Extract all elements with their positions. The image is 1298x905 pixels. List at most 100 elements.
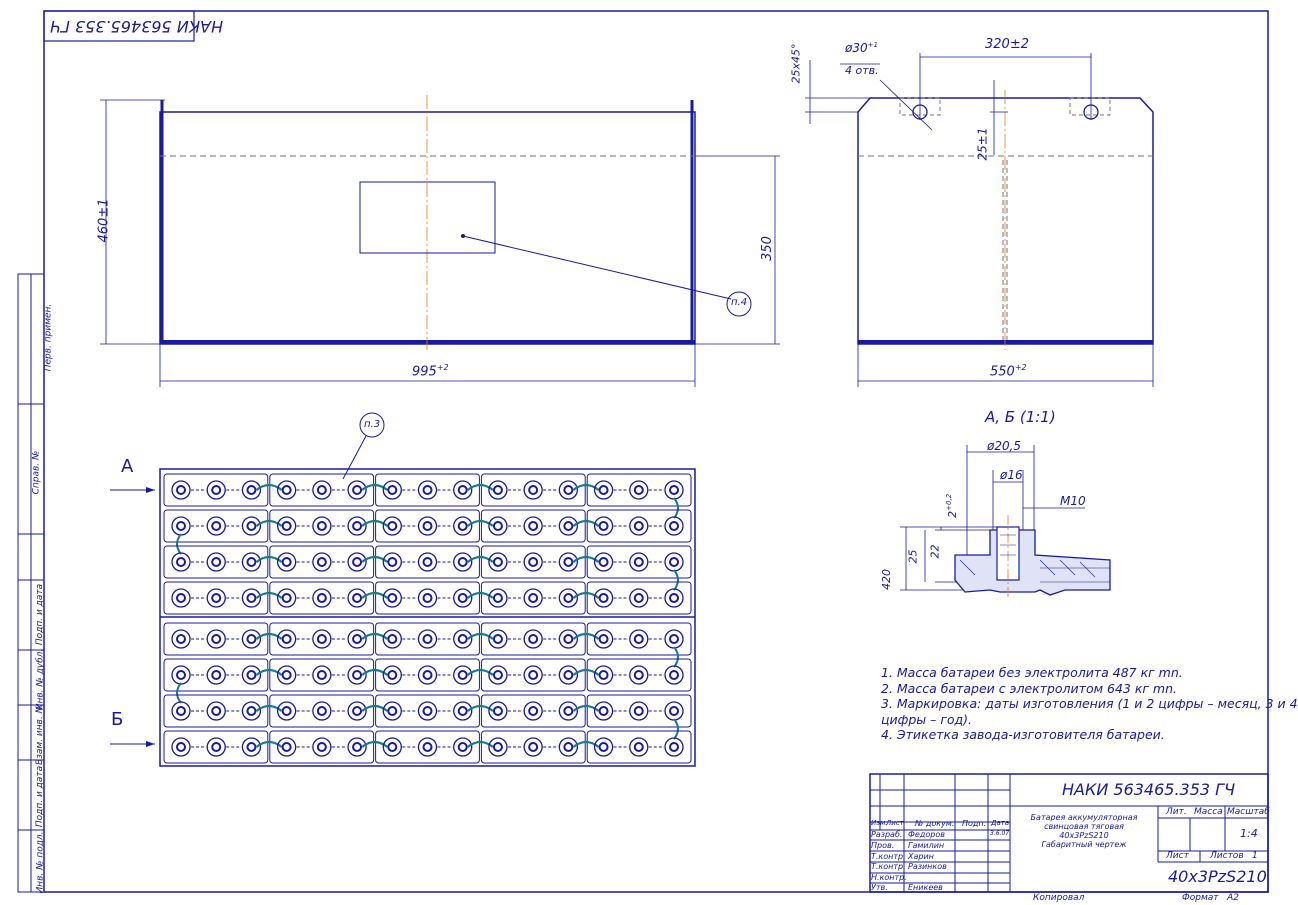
cell-terminal-core (246, 634, 257, 644)
cell-terminal-core (669, 557, 679, 567)
tb-role-dev: Разраб. (871, 830, 903, 839)
cell-terminal-core (211, 593, 222, 603)
cell-terminal-core (563, 485, 574, 495)
cell-terminal-core (176, 557, 186, 567)
cell-connector (467, 519, 494, 527)
row-connector (176, 682, 182, 704)
cell-terminal-core (281, 593, 292, 603)
callout-p4-circle (726, 291, 752, 317)
cell-terminal-core (211, 521, 222, 531)
cell-terminal-core (422, 521, 433, 531)
cell-terminal-core (669, 742, 679, 752)
dim-height-front: 460±1 (96, 198, 112, 243)
cell-block (269, 730, 375, 764)
cell-terminal (558, 737, 579, 757)
cell-terminal (241, 516, 262, 536)
tb-role-tc2: Т.контр. (871, 862, 906, 871)
tb-product-line-3: 40х3PzS210 (1059, 831, 1109, 840)
cell-terminal-core (246, 742, 257, 752)
cell-terminal (241, 665, 262, 685)
cell-terminal-core (457, 670, 468, 680)
cell-block (163, 730, 269, 764)
cell-terminal (629, 665, 649, 685)
cell-block (269, 658, 375, 692)
cell-terminal (206, 737, 226, 757)
cell-connector (572, 704, 600, 712)
cell-terminal (488, 552, 508, 572)
cell-terminal-core (211, 742, 222, 752)
dim-hole-offset: 25±1 (975, 127, 990, 161)
cell-terminal (347, 516, 367, 536)
cell-terminal (558, 552, 579, 572)
cell-terminal (171, 588, 191, 608)
cell-terminal (488, 588, 508, 608)
cell-block (375, 545, 480, 579)
cell-terminal (629, 588, 649, 608)
callout-p3: п.3 (364, 419, 381, 430)
tb-mass: Масса (1194, 807, 1223, 817)
cell-connector (255, 483, 283, 491)
cell-connector (467, 632, 494, 640)
cell-terminal (312, 552, 332, 572)
cell-connector (361, 555, 388, 563)
cell-block (375, 658, 480, 692)
dim-inner-height: 350 (759, 236, 775, 261)
battery-top-view (110, 412, 696, 767)
cell-block (375, 581, 480, 615)
tb-product-line-4: Габаритный чертеж (1041, 840, 1127, 849)
note-4: 4. Этикетка завода-изготовителя батареи. (881, 727, 1165, 742)
cell-terminal-core (387, 485, 398, 495)
cell-terminal-core (316, 593, 327, 603)
cell-terminal-core (492, 521, 503, 531)
cell-terminal (312, 701, 332, 721)
cell-terminal-core (669, 593, 679, 603)
strip-label-orig-inv: Инв. № подл. (35, 831, 46, 894)
cell-terminal-core (457, 593, 468, 603)
cell-terminal-core (528, 557, 539, 567)
cell-terminal-core (492, 485, 503, 495)
cell-terminal (417, 629, 438, 649)
tb-hdr-list: Лист (886, 819, 904, 827)
cell-block (163, 509, 269, 543)
cell-terminal (241, 588, 262, 608)
cell-terminal (523, 629, 543, 649)
cell-terminal-core (352, 706, 363, 716)
cell-block (269, 545, 375, 579)
cell-terminal (417, 701, 438, 721)
cell-terminal-core (316, 557, 327, 567)
cell-terminal-core (457, 742, 468, 752)
cell-block (586, 509, 692, 543)
section-h25: 25 (906, 549, 920, 564)
cell-terminal-core (281, 557, 292, 567)
cell-terminal-core (457, 706, 468, 716)
cell-terminal (523, 737, 543, 757)
cell-connector (255, 740, 283, 748)
cell-terminal (382, 588, 402, 608)
cell-block (480, 473, 586, 507)
cell-block (480, 581, 586, 615)
cell-block (269, 622, 375, 656)
cell-terminal (382, 665, 402, 685)
tb-role-check: Пров. (871, 841, 895, 850)
tb-copied: Копировал (1033, 893, 1085, 903)
cell-terminal (347, 588, 367, 608)
section-h-tol: 2+0,2 (945, 493, 959, 518)
cell-terminal-core (246, 485, 257, 495)
cell-terminal (206, 701, 226, 721)
dim-hole-dia: ø30+1 (845, 41, 878, 55)
cell-terminal-core (492, 742, 503, 752)
cell-terminal (453, 665, 473, 685)
cell-terminal-core (563, 634, 574, 644)
top-stamp: НАКИ 563465.353 ГЧ (50, 17, 224, 36)
cell-terminal (664, 665, 684, 685)
cell-terminal (558, 516, 579, 536)
cell-terminal (312, 665, 332, 685)
cell-terminal-core (492, 634, 503, 644)
cell-terminal (241, 552, 262, 572)
section-h22: 22 (928, 544, 942, 559)
cell-block (480, 509, 586, 543)
cell-terminal (664, 701, 684, 721)
cell-terminal-core (422, 485, 433, 495)
cell-terminal (593, 701, 614, 721)
cell-connector (255, 591, 283, 599)
